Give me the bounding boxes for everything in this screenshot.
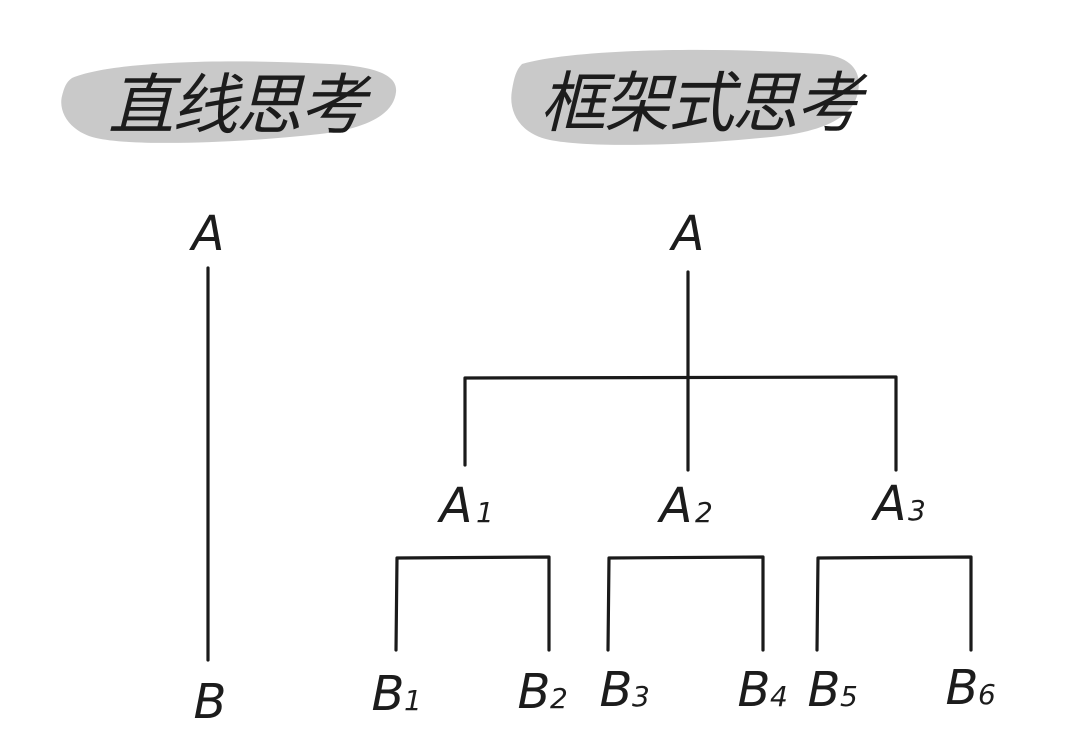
svg-text:B: B (600, 662, 633, 718)
framework-thinking-panel: 框架式思考 A A 1 A 2 A 3 B 1 B 2 (372, 49, 996, 722)
svg-text:5: 5 (840, 680, 858, 713)
svg-text:2: 2 (695, 496, 713, 529)
level1-bracket (463, 375, 898, 472)
svg-text:2: 2 (550, 682, 568, 715)
framework-root-node: A (669, 206, 705, 262)
svg-text:B: B (738, 662, 771, 718)
linear-thinking-panel: 直线思考 A B (61, 61, 397, 730)
svg-text:1: 1 (404, 684, 422, 717)
svg-text:B: B (808, 662, 841, 718)
svg-text:1: 1 (476, 496, 494, 529)
level2-node-b6: B 6 (946, 660, 996, 716)
level2-node-b3: B 3 (600, 662, 650, 718)
level2-node-b4: B 4 (738, 662, 788, 718)
framework-thinking-title: 框架式思考 (540, 65, 868, 142)
linear-node-top: A (189, 206, 225, 262)
svg-text:A: A (437, 478, 473, 534)
level1-node-a1: A 1 (437, 478, 494, 534)
level1-node-a2: A 2 (657, 478, 713, 534)
svg-text:3: 3 (632, 680, 650, 713)
bracket-under-a2 (606, 555, 765, 652)
svg-text:B: B (372, 666, 405, 722)
svg-text:6: 6 (978, 678, 996, 711)
svg-text:B: B (946, 660, 979, 716)
level2-node-b5: B 5 (808, 662, 858, 718)
title-highlight-right (511, 49, 859, 145)
level1-node-a3: A 3 (871, 476, 926, 532)
level2-node-b1: B 1 (372, 666, 422, 722)
level2-node-b2: B 2 (518, 664, 568, 720)
svg-text:3: 3 (908, 494, 926, 527)
title-highlight-left (61, 61, 397, 143)
linear-node-bottom: B (194, 674, 227, 730)
bracket-under-a3 (815, 555, 973, 652)
bracket-under-a1 (394, 555, 551, 652)
svg-text:A: A (657, 478, 693, 534)
svg-text:4: 4 (770, 680, 788, 713)
svg-text:A: A (871, 476, 907, 532)
svg-text:B: B (518, 664, 551, 720)
linear-thinking-title: 直线思考 (108, 67, 372, 144)
